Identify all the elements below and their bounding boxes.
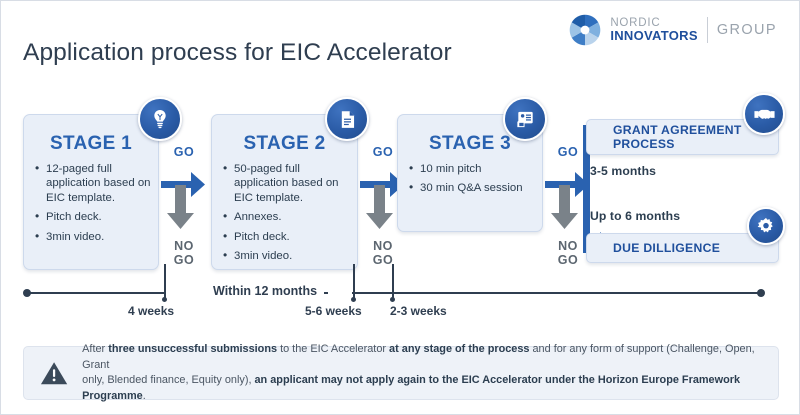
- timeline-span-label: Within 12 months: [206, 284, 325, 298]
- stage-2-bullets: 50-paged full application based on EIC t…: [212, 161, 357, 263]
- gate-2-arrows: [360, 172, 404, 229]
- gate-3: GO NO GO: [545, 145, 591, 267]
- timeline-tick-3: [392, 264, 394, 299]
- note-l2c: .: [142, 389, 146, 402]
- timeline-tick-1: [164, 264, 166, 299]
- logo-group-word: GROUP: [716, 22, 777, 38]
- stage-2-title: STAGE 2: [243, 133, 326, 154]
- pinwheel-circle-icon: [570, 14, 601, 46]
- logo-line-nordic: NORDIC: [610, 17, 661, 30]
- timeline-end-dot: [757, 289, 765, 297]
- warning-note: After three unsuccessful submissions to …: [23, 343, 779, 402]
- stage-card-1[interactable]: STAGE 1 12-paged full application based …: [23, 114, 159, 270]
- list-item: 30 min Q&A session: [409, 180, 536, 195]
- list-item: 3min video.: [223, 248, 351, 263]
- document-icon: [325, 97, 369, 141]
- warning-note-text: After three unsuccessful submissions to …: [82, 342, 762, 404]
- timeline-label-2: 5-6 weeks: [305, 304, 362, 318]
- duration-grant-agreement: 3-5 months: [590, 164, 657, 178]
- timeline-segment-1: [25, 292, 165, 294]
- handshake-icon: [743, 93, 785, 135]
- note-l1b: three unsuccessful submissions: [108, 343, 278, 355]
- list-item: Pitch deck.: [35, 209, 152, 224]
- gate-2-go-label: GO: [372, 145, 394, 159]
- stage-1-bullets: 12-paged full application based on EIC t…: [24, 161, 158, 244]
- list-item: 10 min pitch: [409, 161, 536, 176]
- outcome-diligence-label: DUE DILLIGENCE: [613, 241, 721, 255]
- gate-3-go-label: GO: [557, 145, 579, 159]
- gate-1-go-label: GO: [173, 145, 195, 159]
- gate-3-nogo-label: NO GO: [558, 239, 578, 267]
- timeline-label-1: 4 weeks: [128, 304, 175, 318]
- page-title: Application process for EIC Accelerator: [23, 39, 452, 66]
- list-item: 50-paged full application based on EIC t…: [223, 161, 351, 205]
- timeline-tick-2: [353, 264, 355, 299]
- list-item: 3min video.: [35, 229, 152, 244]
- gate-3-nogo-line1: NO: [558, 239, 578, 253]
- list-item: 12-paged full application based on EIC t…: [35, 161, 152, 205]
- stage-3-bullets: 10 min pitch 30 min Q&A session: [398, 161, 542, 196]
- list-item: Annexes.: [223, 209, 351, 224]
- lightbulb-icon: [138, 97, 182, 141]
- gate-2: GO NO GO: [360, 145, 406, 267]
- gate-1-nogo-label: NO GO: [174, 239, 194, 267]
- note-l1a: After: [82, 343, 109, 355]
- timeline-start-dot: [23, 289, 31, 297]
- gate-1-nogo-line2: GO: [173, 253, 195, 267]
- stage-1-title: STAGE 1: [50, 133, 132, 154]
- gate-2-nogo-line1: NO: [373, 239, 393, 253]
- note-l2a: only, Blended finance, Equity only),: [82, 374, 255, 386]
- timeline-label-3: 2-3 weeks: [390, 304, 447, 318]
- stage-3-title: STAGE 3: [429, 133, 511, 154]
- note-l2b: an applicant may not apply again to the …: [82, 374, 741, 402]
- duration-due-diligence: Up to 6 months: [590, 209, 681, 223]
- note-l1d: at any stage of the process: [389, 343, 530, 355]
- timeline-segment-2: [352, 292, 761, 294]
- timeline-tick-dot-1: [162, 297, 167, 302]
- gate-3-nogo-line2: GO: [557, 253, 579, 267]
- note-l1c: to the EIC Accelerator: [277, 343, 390, 355]
- timeline-tick-dot-2: [351, 297, 356, 302]
- gear-icon: [747, 207, 785, 245]
- gate-2-nogo-line2: GO: [372, 253, 394, 267]
- gate-1: GO NO GO: [161, 145, 207, 267]
- outcome-grant-label: GRANT AGREEMENT PROCESS: [613, 123, 742, 151]
- timeline-tick-dot-3: [390, 297, 395, 302]
- gate-3-arrows: [545, 172, 589, 229]
- warning-triangle-icon: [40, 361, 68, 384]
- logo-line-innovators: INNOVATORS: [610, 28, 698, 44]
- gate-1-arrows: [161, 172, 205, 229]
- presentation-icon: [503, 97, 547, 141]
- brand-logo: NORDIC INNOVATORS GROUP: [568, 13, 777, 47]
- gate-2-nogo-label: NO GO: [373, 239, 393, 267]
- note-l1e: and for any form of support (Challenge, …: [82, 343, 755, 371]
- logo-divider: [706, 17, 708, 43]
- gate-1-nogo-line1: NO: [174, 239, 194, 253]
- list-item: Pitch deck.: [223, 229, 351, 244]
- outcome-card-due-diligence[interactable]: DUE DILLIGENCE: [586, 233, 779, 263]
- stage-card-2[interactable]: STAGE 2 50-paged full application based …: [211, 114, 358, 270]
